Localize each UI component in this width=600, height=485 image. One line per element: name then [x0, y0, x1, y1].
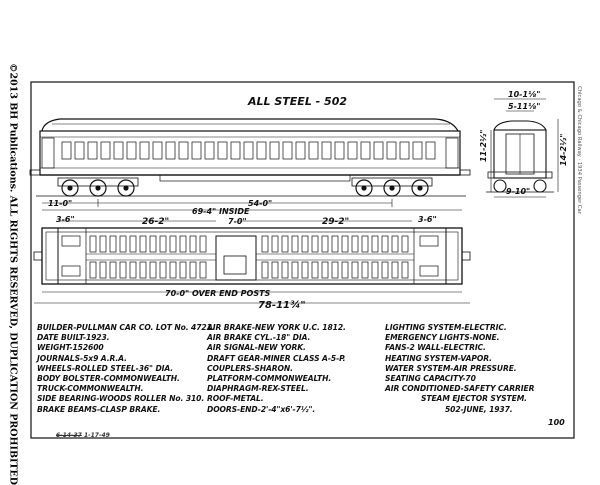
spec-line: EMERGENCY LIGHTS-NONE.: [385, 333, 500, 343]
dim-height-total: 14-2½": [559, 134, 568, 166]
dim-width-base: 9-10": [506, 187, 530, 196]
end-view: [486, 120, 554, 193]
spec-line: FANS-2 WALL-ELECTRIC.: [385, 343, 486, 353]
dim-overall: 78-11¾": [258, 300, 306, 311]
dim-end-left: 3-6": [56, 215, 75, 224]
side-windows: [61, 141, 436, 160]
spec-line: DOORS-END-2'-4"x6'-7½".: [207, 404, 316, 414]
footer-date: 1-17-49: [83, 432, 110, 439]
dim-truck-centers: 54-0": [248, 199, 272, 208]
spec-line: 502-JUNE, 1937.: [445, 404, 513, 414]
spec-line: DRAFT GEAR-MINER CLASS A-5-P.: [207, 353, 346, 363]
spec-line: SIDE BEARING-WOODS ROLLER No. 310.: [37, 394, 205, 404]
dim-section-right: 29-2": [322, 217, 349, 227]
spec-line: AIR BRAKE CYL.-18" DIA.: [207, 333, 311, 343]
dim-section-mid: 7-0": [228, 217, 247, 226]
spec-line: DATE BUILT-1923.: [37, 333, 110, 343]
footer-strike-date: 6-14-37: [56, 432, 82, 439]
footer-dates: 6-14-37 1-17-49: [56, 432, 110, 439]
wheels: [61, 179, 429, 197]
spec-line: COUPLERS-SHARON.: [207, 363, 293, 373]
side-elevation: [29, 118, 471, 187]
spec-line: LIGHTING SYSTEM-ELECTRIC.: [385, 323, 507, 332]
spec-line: BRAKE BEAMS-CLASP BRAKE.: [37, 404, 161, 414]
specs-column-1: BUILDER-PULLMAN CAR CO. LOT No. 4721. DA…: [37, 323, 215, 415]
spec-line: TRUCK-COMMONWEALTH.: [37, 384, 144, 394]
spec-line: BUILDER-PULLMAN CAR CO. LOT No. 4721.: [37, 323, 215, 332]
specs-column-2: AIR BRAKE-NEW YORK U.C. 1812. AIR BRAKE …: [207, 323, 346, 415]
spec-line: STEAM EJECTOR SYSTEM.: [421, 394, 527, 404]
spec-line: DIAPHRAGM-REX-STEEL.: [207, 384, 309, 394]
spec-line: SEATING CAPACITY-70: [385, 374, 476, 384]
plan-seats: [61, 235, 439, 279]
end-dimensions: [490, 98, 559, 198]
spec-line: PLATFORM-COMMONWEALTH.: [207, 374, 332, 384]
car-diagram: ALL STEEL - 502: [29, 81, 575, 439]
plan-view: [33, 227, 471, 285]
spec-line: AIR CONDITIONED-SAFETY CARRIER: [385, 384, 535, 394]
dim-section-left: 26-2": [142, 217, 169, 227]
spec-line: HEATING SYSTEM-VAPOR.: [385, 353, 492, 363]
spec-line: BODY BOLSTER-COMMONWEALTH.: [37, 374, 180, 384]
spec-line: AIR BRAKE-NEW YORK U.C. 1812.: [207, 323, 346, 332]
dim-height-rail: 11-2½": [479, 130, 488, 162]
plan-dimensions-top: [42, 209, 462, 222]
spec-line: ROOF-METAL.: [207, 394, 264, 404]
spec-line: AIR SIGNAL-NEW YORK.: [207, 343, 306, 353]
dim-over-end-posts: 70-0" OVER END POSTS: [165, 289, 271, 298]
spec-line: WEIGHT-152600: [37, 343, 104, 353]
plan-dimensions-bottom: [34, 291, 470, 304]
spec-line: JOURNALS-5x9 A.R.A.: [37, 353, 127, 363]
dim-end-right: 3-6": [418, 215, 437, 224]
diagram-title: ALL STEEL - 502: [247, 95, 347, 108]
dim-inside: 69-4" INSIDE: [192, 207, 250, 216]
dim-width-roof: 5-11⅛": [508, 102, 540, 111]
page-number: 100: [548, 418, 565, 427]
dim-truck-offset: 11-0": [48, 199, 72, 208]
drawing-frame: [30, 81, 575, 439]
side-dimensions: [42, 199, 393, 207]
spec-line: WATER SYSTEM-AIR PRESSURE.: [385, 363, 517, 373]
specs-column-3: LIGHTING SYSTEM-ELECTRIC. EMERGENCY LIGH…: [385, 323, 534, 415]
spec-line: WHEELS-ROLLED STEEL-36" DIA.: [37, 363, 174, 373]
dim-width-top: 10-1⅛": [508, 90, 540, 99]
